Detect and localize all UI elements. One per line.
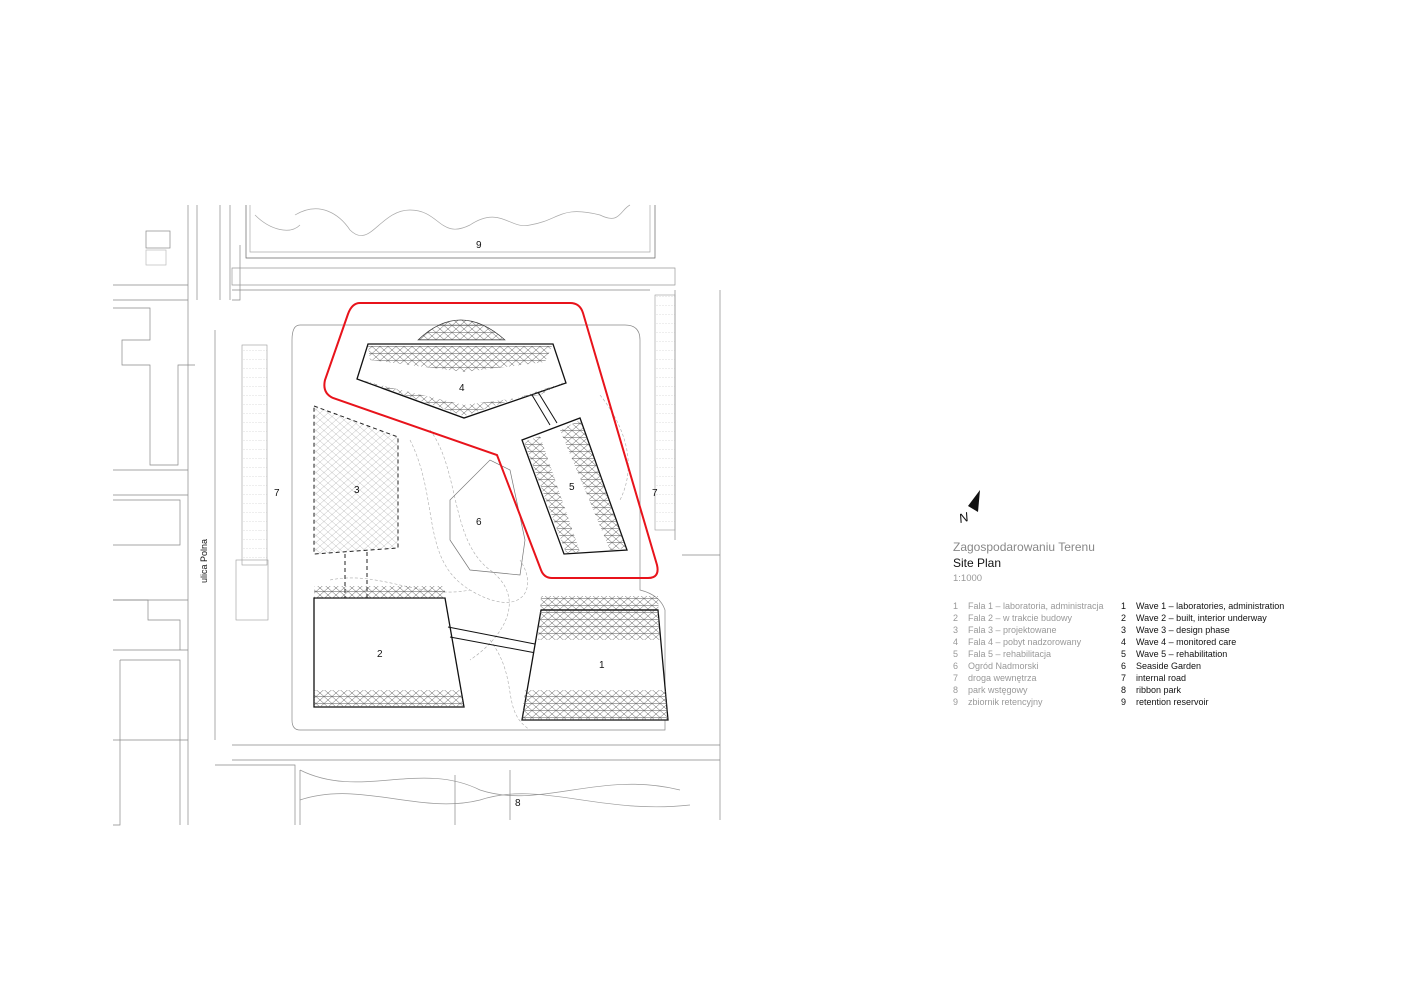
label-building-1: 1	[599, 660, 605, 671]
garden-paths	[329, 394, 629, 731]
street-context	[113, 205, 721, 826]
parking-right	[654, 294, 676, 531]
north-arrow-icon: N	[957, 490, 980, 526]
label-park: 8	[515, 798, 521, 809]
title-polish: Zagospodarowaniu Terenu	[953, 540, 1095, 554]
building-1-roof-hatch	[538, 596, 660, 640]
title-english: Site Plan	[953, 556, 1002, 570]
building-5-roof-hatch	[560, 420, 626, 550]
building-2-roof-hatch	[314, 586, 445, 598]
building-3	[313, 405, 399, 555]
label-building-5: 5	[569, 482, 575, 493]
internal-road-outline	[291, 324, 666, 731]
seaside-garden-outline	[449, 459, 526, 576]
building-1-roof-hatch-lower	[522, 690, 668, 720]
link-bridge-4-5	[531, 391, 558, 426]
link-bridge-2-1	[447, 626, 541, 654]
north-letter: N	[957, 509, 971, 526]
retention-reservoir	[254, 204, 631, 236]
parking-left-lower	[235, 559, 269, 621]
building-4-roof-hatch	[368, 346, 552, 372]
legend: Zagospodarowaniu Terenu Site Plan 1:1000…	[953, 540, 1289, 708]
building-2-roof-hatch-lower	[314, 690, 464, 707]
north-arrow: N	[956, 490, 986, 531]
label-building-2: 2	[377, 649, 383, 660]
street-name: ulica Polna	[199, 539, 209, 583]
label-reservoir: 9	[476, 240, 482, 251]
scale: 1:1000	[953, 573, 983, 584]
parking-left	[241, 344, 268, 566]
label-road-right: 7	[652, 488, 658, 499]
label-road-left: 7	[274, 488, 280, 499]
label-garden: 6	[476, 517, 482, 528]
building-5-roof-hatch-2	[524, 436, 580, 553]
label-building-4: 4	[459, 383, 465, 394]
building-4-roof-hatch-lower	[358, 379, 565, 416]
phase-boundary	[323, 302, 659, 579]
label-building-3: 3	[354, 485, 360, 496]
building-4-dome	[417, 319, 506, 341]
